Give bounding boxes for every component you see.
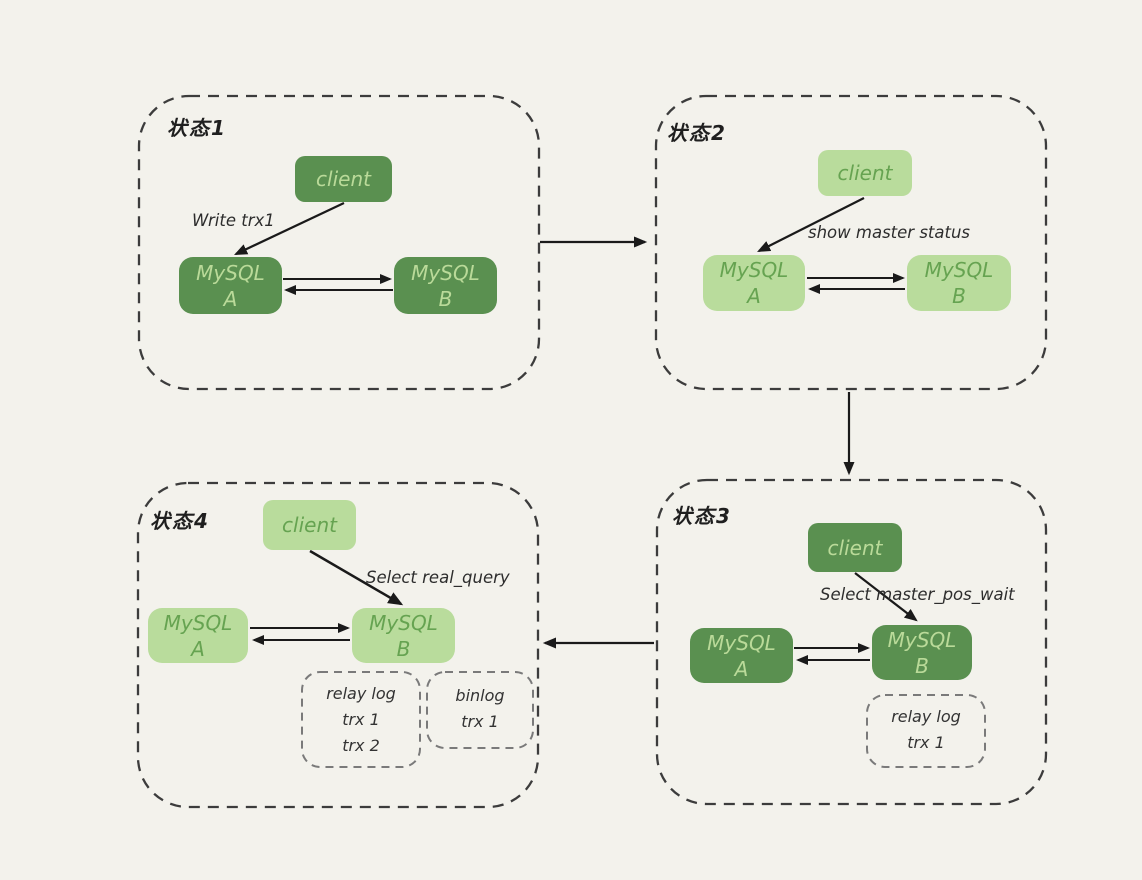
- state-1-mysql-a-line1: MySQL: [196, 260, 265, 285]
- state-3-mysql-a-node: MySQL A: [690, 628, 793, 683]
- state-4-client-node: client: [263, 500, 356, 550]
- state-2-border: [654, 94, 1048, 391]
- state-3-label: 状态3: [672, 504, 732, 528]
- state-2-mysql-a-line2: A: [747, 284, 761, 308]
- state-4-binlog-border: [426, 671, 534, 749]
- state-4-client-label: client: [282, 513, 337, 537]
- state-1-mysql-b-node: MySQL B: [394, 257, 497, 314]
- state-4-mysql-b-node: MySQL B: [352, 608, 455, 663]
- state-2-client-arrow: [757, 197, 865, 252]
- state-3-mysql-b-line2: B: [915, 653, 929, 678]
- state-3-relay-log-line1: relay log: [891, 707, 961, 726]
- state-4-mysql-a-line1: MySQL: [163, 610, 233, 635]
- state-1-client-arrow: [234, 202, 345, 255]
- state-1-mysql-b-line2: B: [438, 286, 453, 311]
- state-3-border: [655, 478, 1048, 806]
- state-3-relay-log-line2: trx 1: [907, 733, 945, 752]
- state-4-relay-log-text: relay log trx 1 trx 2: [302, 681, 420, 759]
- state-2-mysql-a-line1: MySQL: [719, 258, 789, 282]
- state-3-annotation: Select master_pos_wait: [820, 585, 1015, 604]
- state-3-relay-log-border: [866, 694, 986, 768]
- state-2-mysql-b-node: MySQL B: [907, 255, 1011, 311]
- state-2-mysql-b-line2: B: [952, 284, 966, 308]
- state-4-binlog-line2: trx 1: [461, 712, 499, 731]
- state-4-client-arrow: [309, 549, 404, 606]
- state-2-label: 状态2: [667, 121, 727, 145]
- state-3-mysql-a-line1: MySQL: [707, 630, 776, 655]
- state-4-mysql-b-line1: MySQL: [369, 610, 438, 635]
- state-4-relay-log-border: [301, 671, 421, 768]
- state-4-mysql-a-line2: A: [191, 636, 205, 661]
- state-1-annotation: Write trx1: [192, 211, 275, 230]
- state-2-annotation: show master status: [808, 223, 971, 242]
- state-1-label: 状态1: [167, 116, 227, 140]
- state-2-mysql-b-line1: MySQL: [924, 258, 994, 282]
- state-4-relay-log-line2: trx 1: [342, 710, 380, 729]
- state-3-mysql-b-line1: MySQL: [887, 627, 957, 652]
- state-4-annotation: Select real_query: [366, 568, 510, 587]
- state-1-client-label: client: [316, 167, 371, 191]
- state-3-mysql-b-node: MySQL B: [872, 625, 972, 680]
- state-4-mysql-a-node: MySQL A: [148, 608, 248, 663]
- state-3-relay-log-text: relay log trx 1: [867, 704, 985, 756]
- state-3-client-label: client: [827, 535, 883, 560]
- state-2-client-label: client: [837, 161, 893, 185]
- state-1-mysql-a-node: MySQL A: [179, 257, 282, 314]
- state-4-label: 状态4: [150, 509, 210, 533]
- state-1-mysql-b-line1: MySQL: [411, 260, 480, 285]
- state-4-mysql-b-line2: B: [396, 636, 411, 661]
- state-4-binlog-text: binlog trx 1: [427, 683, 533, 735]
- state-1-border: [137, 94, 541, 391]
- state-1-client-node: client: [295, 156, 392, 202]
- state-4-relay-log-line3: trx 2: [342, 736, 380, 755]
- state-3-mysql-a-line2: A: [734, 656, 749, 681]
- state-2-client-node: client: [818, 150, 912, 196]
- state-1-mysql-a-line2: A: [223, 286, 238, 311]
- state-2-mysql-a-node: MySQL A: [703, 255, 805, 311]
- state-3-client-arrow: [854, 572, 918, 622]
- state-3-client-node: client: [808, 523, 902, 572]
- state-4-binlog-line1: binlog: [455, 686, 505, 705]
- state-4-relay-log-line1: relay log: [326, 684, 396, 703]
